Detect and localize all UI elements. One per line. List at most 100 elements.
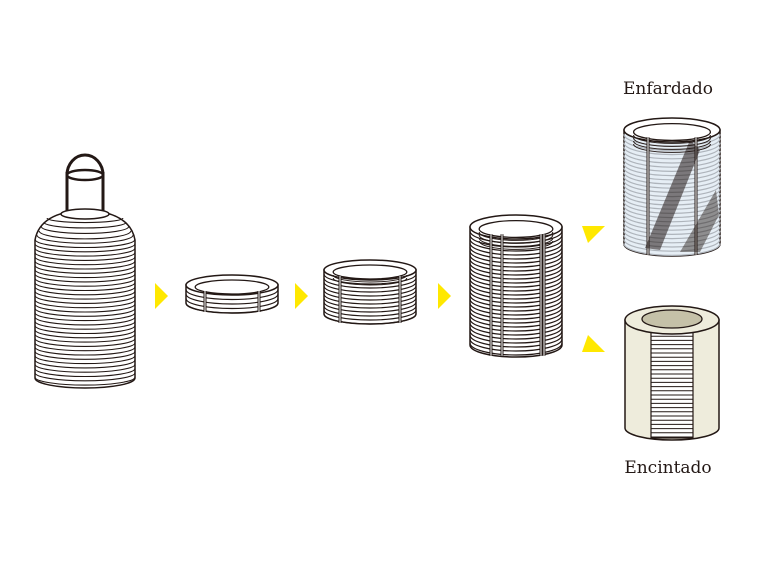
wire-spool: [34, 153, 136, 389]
spool-winding: [34, 278, 136, 287]
spool-winding: [36, 235, 134, 244]
coil-winding: [323, 301, 417, 313]
spool-winding: [34, 303, 136, 313]
coil-winding: [323, 313, 417, 325]
process-arrow-icon: [438, 283, 451, 309]
coil-winding: [469, 322, 563, 336]
coil-winding: [469, 298, 563, 312]
coil-winding: [469, 270, 563, 284]
coil-winding: [469, 310, 563, 324]
coil-winding: [469, 286, 563, 300]
inner-winding: [478, 240, 554, 250]
spool-winding: [38, 230, 132, 240]
coil-winding: [469, 334, 563, 348]
coil-winding: [623, 230, 721, 244]
coil-winding: [185, 289, 279, 301]
coil-winding: [623, 239, 721, 252]
coil-winding: [323, 305, 417, 317]
spool-winding: [34, 247, 136, 257]
coil-winding: [469, 326, 563, 340]
spool-winding: [34, 308, 136, 317]
spool-winding: [34, 346, 136, 356]
spool-winding: [34, 359, 136, 369]
coil-winding: [623, 142, 721, 156]
coil-winding: [469, 318, 563, 332]
coil-winding: [469, 342, 563, 356]
spool-winding: [34, 239, 136, 249]
label-encintado: Encintado: [624, 458, 712, 478]
wire-ring-single: [185, 274, 279, 314]
inner-winding: [332, 274, 408, 283]
coil-winding: [469, 278, 563, 292]
inner-winding: [478, 237, 554, 247]
spool-winding: [34, 282, 136, 292]
spool-winding: [34, 372, 136, 382]
coil-inner-opening: [332, 264, 408, 280]
tape-inner-opening: [641, 309, 703, 329]
spool-winding: [34, 260, 136, 270]
label-enfardado: Enfardado: [622, 79, 714, 99]
spool-winding: [34, 316, 136, 326]
cage-ring: [65, 168, 105, 182]
coil-winding: [623, 167, 721, 181]
coil-winding: [185, 298, 279, 310]
spool-winding: [34, 286, 136, 296]
coil-winding: [469, 290, 563, 304]
spool-winding: [34, 329, 136, 339]
process-arrow-icon: [155, 283, 168, 309]
spool-winding: [34, 338, 136, 347]
spool-winding: [46, 217, 124, 224]
coil-winding: [623, 159, 721, 172]
coil-winding: [623, 209, 721, 223]
coil-winding: [469, 306, 563, 320]
cage-arch: [65, 153, 105, 176]
spool-winding: [34, 325, 136, 335]
spool-winding: [34, 368, 136, 378]
spool-winding: [34, 355, 136, 365]
coil-winding: [623, 155, 721, 168]
spool-winding: [43, 222, 127, 229]
inner-winding: [332, 277, 408, 286]
coil-enfardado: [623, 117, 721, 257]
coil-winding: [469, 266, 563, 280]
coil-winding: [623, 163, 721, 177]
coil-winding: [623, 218, 721, 231]
spool-top: [60, 208, 110, 220]
inner-winding: [478, 234, 554, 244]
coil-winding: [469, 258, 563, 272]
coil-winding: [623, 222, 721, 235]
coil-winding: [623, 150, 721, 164]
spool-winding: [34, 321, 136, 330]
coil-winding: [623, 213, 721, 227]
coil-winding: [323, 309, 417, 321]
coil-winding: [623, 234, 721, 248]
spool-winding: [34, 269, 136, 279]
coil-winding: [469, 238, 563, 252]
coil-winding: [469, 246, 563, 260]
wire-ring-multi: [323, 259, 417, 325]
wire-coil-stacked: [469, 214, 563, 358]
spool-winding: [34, 243, 136, 253]
inner-winding: [478, 231, 554, 241]
coil-winding: [623, 243, 721, 256]
coil-winding: [623, 138, 721, 151]
coil-winding: [469, 282, 563, 296]
coil-inner-opening: [194, 279, 270, 295]
spool-winding: [34, 342, 136, 352]
spool-winding: [34, 252, 136, 261]
coil-inner-opening: [478, 219, 554, 239]
coil-encintado: [624, 305, 720, 441]
spool-winding: [34, 376, 136, 386]
spool-winding: [34, 290, 136, 300]
spool-winding: [34, 265, 136, 274]
coil-winding: [185, 302, 279, 314]
coil-winding: [623, 146, 721, 160]
spool-winding: [34, 299, 136, 309]
coil-winding: [323, 285, 417, 297]
coil-winding: [469, 234, 563, 248]
coil-winding: [469, 314, 563, 328]
branch-arrow-down-icon: [582, 335, 605, 352]
spool-winding: [34, 295, 136, 304]
